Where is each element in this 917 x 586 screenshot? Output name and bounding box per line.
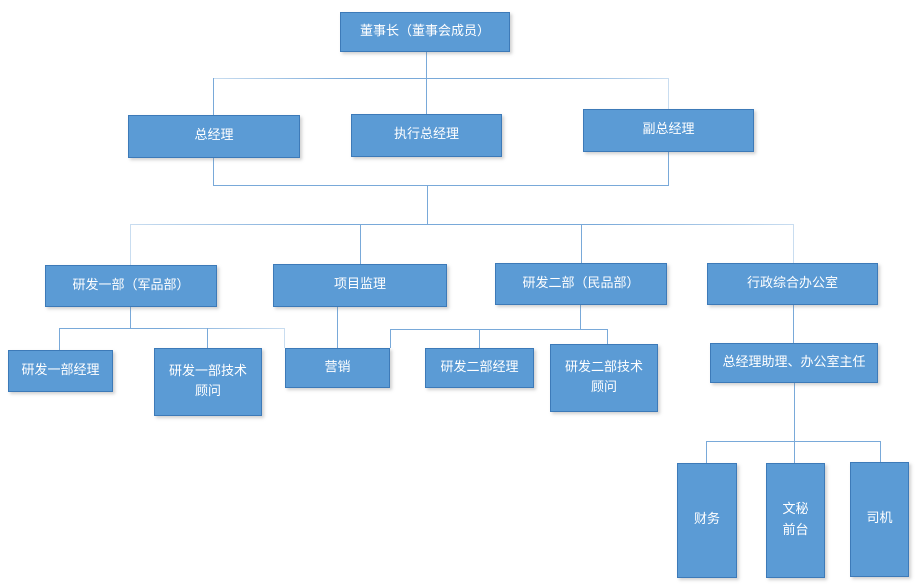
org-node-project-supervision: 项目监理 <box>273 264 447 307</box>
org-node-rd1-advisor: 研发一部技术顾问 <box>154 348 262 416</box>
org-node-marketing: 营销 <box>285 348 390 388</box>
connector-chairman-down <box>426 51 427 78</box>
connector-gm-down <box>213 158 214 185</box>
connector-rd1-down <box>130 307 131 328</box>
connector-rd1-children-horizontal <box>59 328 285 329</box>
connector-rd2-down <box>580 305 581 329</box>
connector-l2-l3-drop <box>427 185 428 224</box>
connector-admin-down <box>793 305 794 343</box>
org-node-rd1-dept: 研发一部（军品部） <box>45 265 217 307</box>
connector-rd1-manager-up <box>59 328 60 350</box>
org-node-secretary-reception: 文秘前台 <box>766 463 825 578</box>
org-node-rd1-manager: 研发一部经理 <box>8 350 113 392</box>
org-node-deputy-gm: 副总经理 <box>583 109 754 152</box>
connector-rd1-line-end-drop <box>284 328 285 348</box>
connector-supervision-up <box>360 224 361 264</box>
connector-secretary-up <box>794 441 795 463</box>
connector-driver-up <box>880 441 881 462</box>
connector-l2-horizontal <box>213 78 668 79</box>
connector-rd2-up <box>581 224 582 263</box>
connector-l2-bottom-horizontal <box>213 185 669 186</box>
connector-dgm-down <box>668 152 669 185</box>
org-node-general-manager: 总经理 <box>128 115 300 158</box>
org-node-executive-gm: 执行总经理 <box>351 114 502 157</box>
org-node-rd2-advisor: 研发二部技术顾问 <box>550 344 658 412</box>
connector-rd2-children-horizontal <box>390 329 607 330</box>
org-node-gm-assistant: 总经理助理、办公室主任 <box>710 343 878 383</box>
connector-egm-up <box>426 78 427 114</box>
org-node-rd2-dept: 研发二部（民品部） <box>495 263 667 305</box>
connector-l3-horizontal <box>130 224 793 225</box>
connector-assistant-down <box>794 383 795 441</box>
org-node-finance: 财务 <box>677 463 737 578</box>
org-node-chairman: 董事长（董事会成员） <box>340 12 510 52</box>
connector-finance-up <box>706 441 707 463</box>
org-node-driver: 司机 <box>850 462 909 577</box>
connector-dgm-up <box>668 78 669 110</box>
connector-rd1-up <box>130 224 131 265</box>
connector-rd2-advisor-up <box>607 329 608 344</box>
connector-supervision-down <box>337 307 338 348</box>
connector-l5-horizontal <box>706 441 880 442</box>
connector-rd2-manager-up <box>479 329 480 348</box>
connector-rd1-advisor-up <box>207 328 208 348</box>
connector-rd2-line-start-drop <box>390 329 391 348</box>
connector-admin-up <box>793 224 794 263</box>
org-node-admin-office: 行政综合办公室 <box>707 263 878 305</box>
connector-gm-up <box>213 78 214 115</box>
org-node-rd2-manager: 研发二部经理 <box>425 348 534 388</box>
